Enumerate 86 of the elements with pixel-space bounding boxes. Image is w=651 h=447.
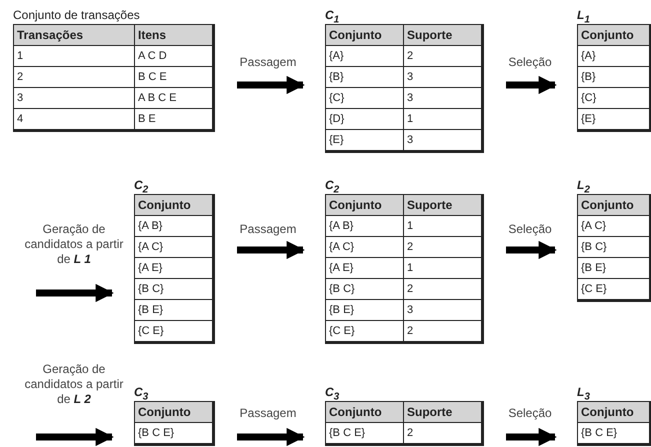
column-header: Suporte [404,402,482,423]
table-title: L$_{2}$ [577,177,591,194]
edge-label: Geração de candidatos a partir de L 2 [24,362,124,407]
table-cell: {B C} [135,279,213,300]
arrow [237,428,305,446]
table-cell: 1 [404,258,482,279]
table-cell: 4 [14,109,135,130]
table-cell: {A B} [326,216,404,237]
table-cell: {A} [578,46,650,67]
column-header: Conjunto [578,25,650,46]
column-header: Itens [135,25,213,46]
table-cell: {B E} [326,300,404,321]
edge-label: Passagem [238,55,298,70]
table-title: C$_{2}$ [134,177,150,194]
column-header: Conjunto [326,402,404,423]
table-cell: {A E} [326,258,404,279]
edge-label: Geração de candidatos a partir de L 1 [24,222,124,267]
table-cell: 2 [404,237,482,258]
arrow [506,240,557,260]
table-cell: {C} [578,88,650,109]
table-cell: 1 [404,216,482,237]
table-cell: 1 [14,46,135,67]
table-cell: {C E} [326,321,404,342]
edge-label: Passagem [238,222,298,237]
table-cell: 1 [404,109,482,130]
arrow [237,240,305,260]
arrow [506,76,557,94]
edge-label: Seleção [507,222,553,237]
table-title: L$_{3}$ [577,384,591,401]
table-cell: 3 [404,67,482,88]
arrow [36,428,114,446]
table-cell: 2 [404,279,482,300]
column-header: Suporte [404,25,482,46]
column-header: Suporte [404,195,482,216]
table-cell: B C E [135,67,213,88]
table-cell: {C E} [578,279,650,300]
table-cell: B E [135,109,213,130]
table-cell: {B C} [578,237,650,258]
column-header: Conjunto [135,195,213,216]
table-title: C$_{1}$ [325,7,340,24]
table-cell: {A B} [135,216,213,237]
edge-label: Seleção [507,406,553,421]
table-cell: {B} [578,67,650,88]
table-cell: 2 [404,423,482,444]
table-cell: {E} [326,130,404,151]
table-cell: 3 [404,300,482,321]
table-cell: {B C E} [578,423,650,444]
table-cell: A B C E [135,88,213,109]
table-cell: {B C} [326,279,404,300]
column-header: Conjunto [326,25,404,46]
arrow [237,76,305,94]
table-cell: {A E} [135,258,213,279]
table-cell: {E} [578,109,650,130]
table-title: C$_{2}$ [325,177,340,194]
table-cell: {A C} [326,237,404,258]
table-cell: {A C} [135,237,213,258]
table-cell: {C} [326,88,404,109]
column-header: Transações [14,25,135,46]
table-cell: 2 [404,46,482,67]
table-cell: 2 [14,67,135,88]
table-title: L$_{1}$ [577,7,591,24]
column-header: Conjunto [135,402,213,423]
edge-label: Passagem [238,406,298,421]
table-cell: 3 [404,88,482,109]
table-cell: 3 [404,130,482,151]
table-cell: {C E} [135,321,213,342]
table-title: C$_{3}$ [325,384,340,401]
table-cell: {A C} [578,216,650,237]
edge-label: Seleção [507,55,553,70]
table-cell: {B C E} [135,423,213,444]
table-cell: {B C E} [326,423,404,444]
table-cell: {B} [326,67,404,88]
table-cell: 2 [404,321,482,342]
table-title: C$_{3}$ [134,384,150,401]
table-cell: {D} [326,109,404,130]
arrow [506,428,557,446]
table-cell: 3 [14,88,135,109]
table-cell: {B E} [135,300,213,321]
column-header: Conjunto [578,195,650,216]
arrow [36,284,114,302]
column-header: Conjunto [326,195,404,216]
column-header: Conjunto [578,402,650,423]
table-title: Conjunto de transações [13,7,141,24]
table-cell: {A} [326,46,404,67]
table-cell: A C D [135,46,213,67]
table-cell: {B E} [578,258,650,279]
